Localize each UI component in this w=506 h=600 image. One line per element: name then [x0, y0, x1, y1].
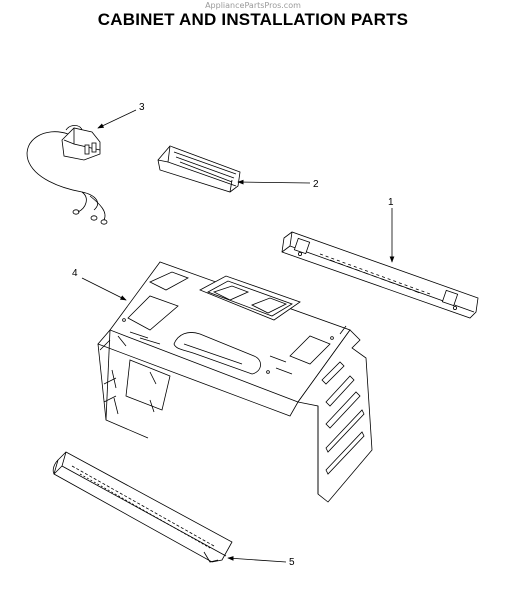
callout-leaders: [81, 109, 395, 563]
part-3-power-cord[interactable]: [26, 125, 108, 225]
callout-4-label: 4: [72, 268, 78, 279]
part-2-bracket[interactable]: [157, 145, 241, 193]
callout-3-label: 3: [139, 102, 145, 113]
watermark-text: AppliancePartsPros.com: [205, 1, 301, 10]
part-4-cabinet[interactable]: [97, 261, 373, 503]
callout-5-label: 5: [289, 557, 295, 568]
callout-1-label: 1: [388, 197, 394, 208]
part-5-front-trim[interactable]: [52, 451, 233, 563]
part-1-mounting-rail[interactable]: [281, 231, 479, 319]
diagram-title: CABINET AND INSTALLATION PARTS: [97, 10, 409, 29]
callout-2-label: 2: [313, 179, 319, 190]
